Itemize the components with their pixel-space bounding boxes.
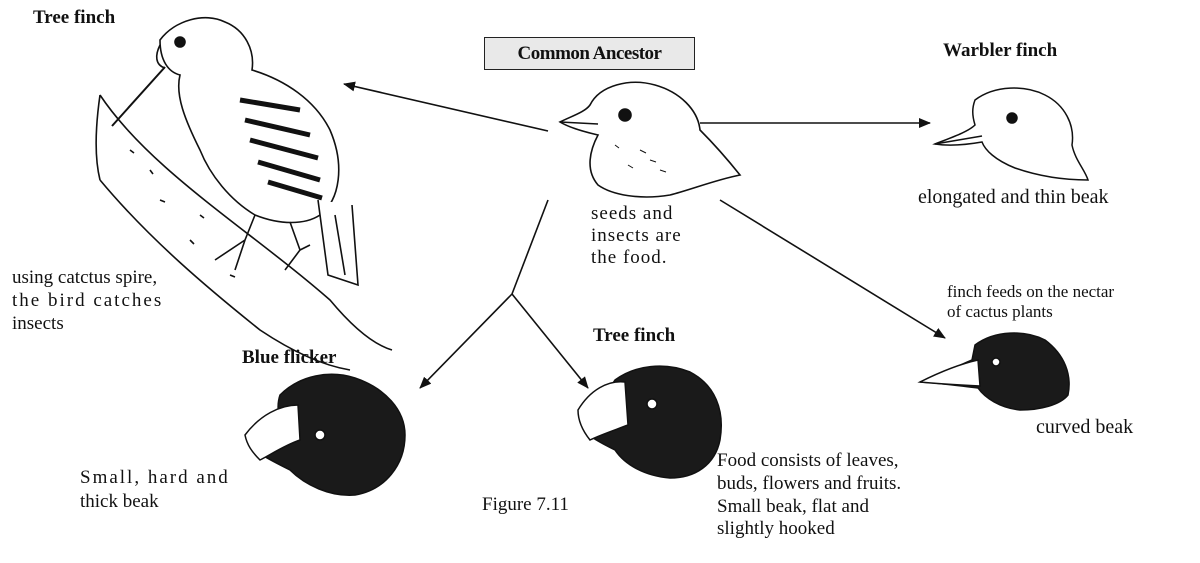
common-ancestor-illustration xyxy=(560,82,740,197)
tree-finch-bottom-label: Tree finch xyxy=(593,325,675,346)
warbler-finch-illustration xyxy=(935,88,1088,180)
arrow-to-tree-finch-top xyxy=(344,84,548,131)
blue-flicker-illustration xyxy=(245,374,405,495)
tree-finch-top-caption: using catctus spire, the bird catches in… xyxy=(12,267,163,335)
arrow-to-blue-flicker xyxy=(420,294,512,388)
tree-finch-bottom-illustration xyxy=(578,366,721,478)
nectar-finch-caption: finch feeds on the nectar of cactus plan… xyxy=(947,282,1114,322)
tree-finch-top-label: Tree finch xyxy=(33,7,115,28)
common-ancestor-label: Common Ancestor xyxy=(484,37,695,70)
blue-flicker-caption: Small, hard and thick beak xyxy=(80,466,230,514)
arrow-to-nectar-finch xyxy=(720,200,945,338)
figure-caption: Figure 7.11 xyxy=(482,494,569,515)
warbler-finch-caption: elongated and thin beak xyxy=(918,186,1109,208)
blue-flicker-label: Blue flicker xyxy=(242,347,336,368)
nectar-finch-illustration xyxy=(920,333,1069,410)
ancestor-caption: seeds and insects are the food. xyxy=(591,203,682,269)
warbler-finch-label: Warbler finch xyxy=(943,40,1057,61)
tree-finch-bottom-caption: Food consists of leaves, buds, flowers a… xyxy=(717,450,901,541)
branch-trunk xyxy=(512,200,548,294)
arrow-to-tree-finch-bottom xyxy=(512,294,588,388)
nectar-finch-beak-caption: curved beak xyxy=(1036,416,1133,438)
